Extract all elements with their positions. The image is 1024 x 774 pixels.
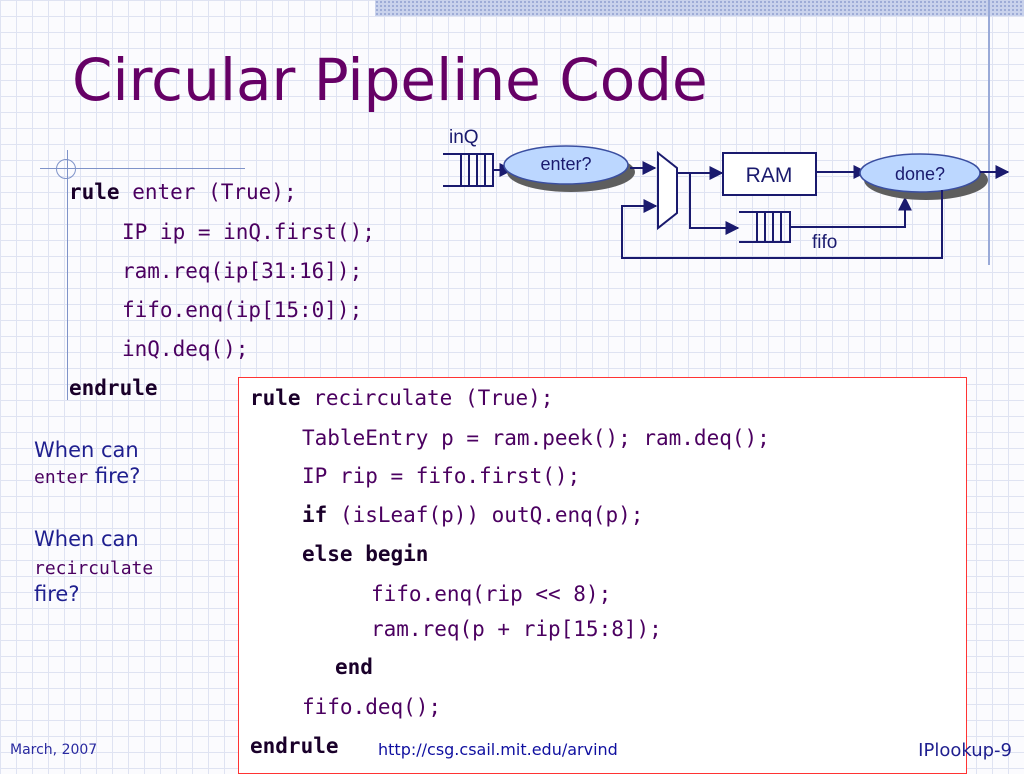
question-1-line-2: enter fire?	[34, 464, 140, 488]
title-band-decoration	[375, 0, 1024, 16]
recirc-line-3: if (isLeaf(p)) outQ.enq(p);	[302, 503, 643, 527]
keyword-else-begin: else begin	[302, 542, 429, 566]
recirc-endrule: endrule	[250, 734, 339, 758]
recirc-line-2: IP rip = fifo.first();	[302, 464, 581, 488]
enter-line-1: IP ip = inQ.first();	[122, 220, 375, 244]
decor-horizontal-line	[40, 168, 245, 169]
right-vertical-rule	[988, 0, 990, 265]
footer-page-number: IPlookup-9	[918, 740, 1012, 761]
enter-rule-signature: enter (True);	[119, 180, 297, 204]
question-2-code: recirculate	[34, 558, 154, 579]
mux-shape	[657, 150, 678, 231]
recirc-rule-header: rule recirculate (True);	[250, 386, 553, 410]
enter-rule-header: rule enter (True);	[69, 180, 297, 204]
recirc-line-6: fifo.deq();	[302, 695, 442, 719]
recirc-line-5: ram.req(p + rip[15:8]);	[371, 617, 662, 641]
keyword-if: if	[302, 503, 328, 527]
inq-label: inQ	[449, 127, 479, 148]
recirc-line-1: TableEntry p = ram.peek(); ram.deq();	[302, 426, 770, 450]
enter-cloud-label: enter?	[540, 154, 591, 174]
question-2-line-2: recirculate	[34, 555, 153, 579]
done-cloud-icon	[859, 153, 988, 200]
question-2-line-1: When can	[34, 527, 139, 551]
question-1-code: enter	[34, 467, 89, 488]
recirculate-rule-box	[238, 377, 967, 774]
question-1-tail: fire?	[94, 464, 141, 488]
keyword-endrule: endrule	[250, 734, 339, 758]
decor-vertical-line	[67, 150, 68, 400]
footer-date: March, 2007	[10, 742, 98, 758]
question-1-line-1: When can	[34, 438, 139, 462]
recirc-end: end	[335, 655, 373, 679]
pipeline-diagram: inQ enter? RAM fifo done?	[443, 127, 1010, 259]
keyword-end: end	[335, 655, 373, 679]
keyword-rule: rule	[250, 386, 301, 410]
keyword-endrule: endrule	[69, 376, 158, 400]
done-cloud-label: done?	[895, 164, 945, 184]
slide-title: Circular Pipeline Code	[72, 46, 708, 114]
recirc-rule-signature: recirculate (True);	[300, 386, 554, 410]
fifo-label: fifo	[812, 232, 837, 253]
recirc-if-body: (isLeaf(p)) outQ.enq(p);	[327, 503, 644, 527]
enter-endrule: endrule	[69, 376, 158, 400]
enter-line-2: ram.req(ip[31:16]);	[122, 259, 363, 283]
inq-fifo-icon	[443, 153, 494, 187]
recirc-line-4: fifo.enq(rip << 8);	[371, 582, 612, 606]
enter-cloud-icon	[503, 145, 635, 192]
enter-line-3: fifo.enq(ip[15:0]);	[122, 298, 363, 322]
ram-box	[722, 152, 817, 196]
keyword-rule: rule	[69, 180, 120, 204]
ram-label: RAM	[746, 164, 793, 187]
question-2-line-3: fire?	[34, 582, 80, 606]
fifo-icon	[739, 211, 791, 243]
decor-circle	[56, 159, 76, 179]
enter-line-4: inQ.deq();	[122, 337, 249, 361]
footer-url-link[interactable]: http://csg.csail.mit.edu/arvind	[378, 740, 618, 759]
recirc-else-begin: else begin	[302, 542, 428, 566]
